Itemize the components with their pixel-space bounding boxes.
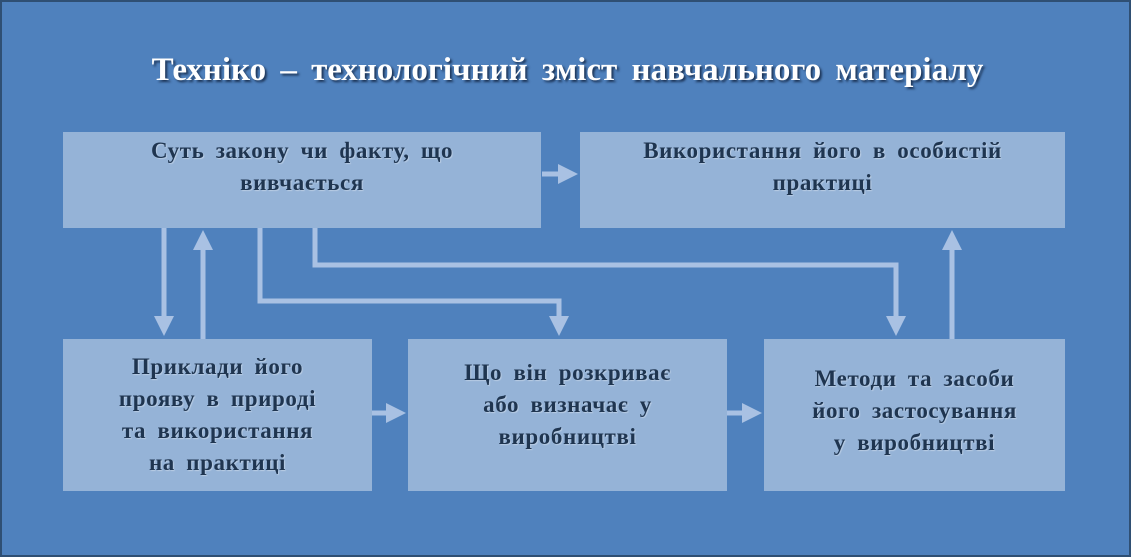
box-what-it-reveals: Що він розкриває або визначає у виробниц… — [408, 339, 727, 491]
box-personal-use-line-1: Використання його в особистій — [643, 138, 1002, 163]
arrow-essence-to-methods — [312, 228, 906, 336]
box-personal-use-line-2: практиці — [772, 170, 873, 195]
box-examples: Приклади його прояву в природі та викори… — [63, 339, 372, 491]
box-examples-line-3: та використання — [121, 418, 314, 443]
box-examples-line-2: прояву в природі — [118, 386, 317, 411]
arrow-essence-to-reveals — [257, 228, 569, 336]
box-essence-of-law: Суть закону чи факту, що вивчається — [63, 132, 541, 228]
box-examples-line-1: Приклади його — [131, 354, 304, 379]
box-essence-line-2: вивчається — [240, 170, 364, 195]
box-reveals-line-2: або визначає у — [483, 392, 652, 417]
box-personal-use: Використання його в особистій практиці — [580, 132, 1065, 228]
diagram-title: Техніко – технологічний зміст навчальног… — [151, 52, 984, 88]
box-methods-and-means: Методи та засоби його застосування у вир… — [764, 339, 1065, 491]
box-methods-line-3: у виробництві — [833, 430, 996, 455]
box-methods-line-2: його застосування — [812, 398, 1017, 423]
box-methods-line-1: Методи та засоби — [814, 366, 1015, 391]
box-reveals-line-1: Що він розкриває — [464, 360, 671, 385]
box-essence-line-1: Суть закону чи факту, що — [150, 138, 454, 163]
box-reveals-line-3: виробництві — [498, 424, 637, 449]
box-examples-line-4: на практиці — [148, 450, 287, 475]
